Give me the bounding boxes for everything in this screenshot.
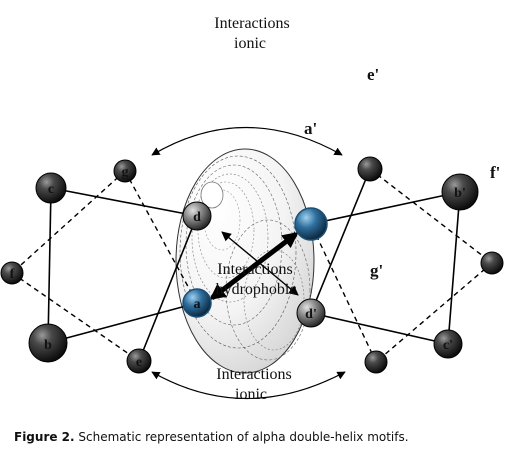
svg-text:d: d [193,210,201,225]
residue-f-left: f [0,261,24,285]
top-ionic-arc [151,127,343,156]
svg-text:b': b' [454,186,466,201]
svg-text:d': d' [305,307,317,322]
residue-a-right [294,207,328,241]
right-helix-residues: b' c' d' [294,156,504,374]
hydrophobic-arrows [209,231,299,300]
figure-caption: Figure 2. Schematic representation of al… [14,430,514,444]
residue-c-left: c [35,172,67,204]
left-helix-residues: c g f b e d a [0,159,212,374]
right-helix-dashed-lines [310,168,493,363]
svg-text:c: c [48,182,54,197]
top-interactions-label: Interactions [214,15,290,32]
ionic-arcs [151,127,346,399]
svg-text:a: a [194,297,201,312]
label-g-prime: g' [370,261,383,280]
helix-diagram: c g f b e d a [0,15,504,403]
left-helix-dashed-lines [11,170,198,362]
residue-d-left: d [182,201,212,231]
label-a-prime: a' [304,119,317,138]
bottom-interactions-label: Interactions [216,366,292,383]
residue-c-right: c' [433,329,463,359]
middle-interactions-label: Interactions [217,261,293,278]
residue-g-right [357,156,383,182]
label-e-prime: e' [367,65,379,84]
svg-text:f: f [10,267,15,282]
bottom-ionic-arc [151,371,346,399]
residue-g-left: g [113,159,137,183]
middle-hydrophobic-label: hydrophobic [216,281,297,298]
svg-text:g: g [122,165,129,180]
residue-a-left: a [182,288,212,318]
residue-f-right-node [480,251,504,275]
residue-e-right-node [364,350,388,374]
residue-b-right: b' [441,173,479,211]
residue-d-right: d' [296,298,326,328]
svg-text:b: b [44,338,52,353]
svg-text:c': c' [443,338,453,353]
residue-b-left: b [28,323,68,363]
right-helix-solid-lines [310,168,461,345]
figure-label: Figure 2. [14,430,75,444]
hydrophobic-arrow-bold [209,232,299,300]
left-helix-solid-lines [47,187,198,362]
top-ionic-label: ionic [234,35,266,52]
residue-e-left: e [126,348,152,374]
figure-caption-text: Schematic representation of alpha double… [74,430,409,444]
svg-text:e: e [136,355,142,370]
label-f-prime: f' [490,163,500,182]
bottom-ionic-label: ionic [235,386,267,403]
